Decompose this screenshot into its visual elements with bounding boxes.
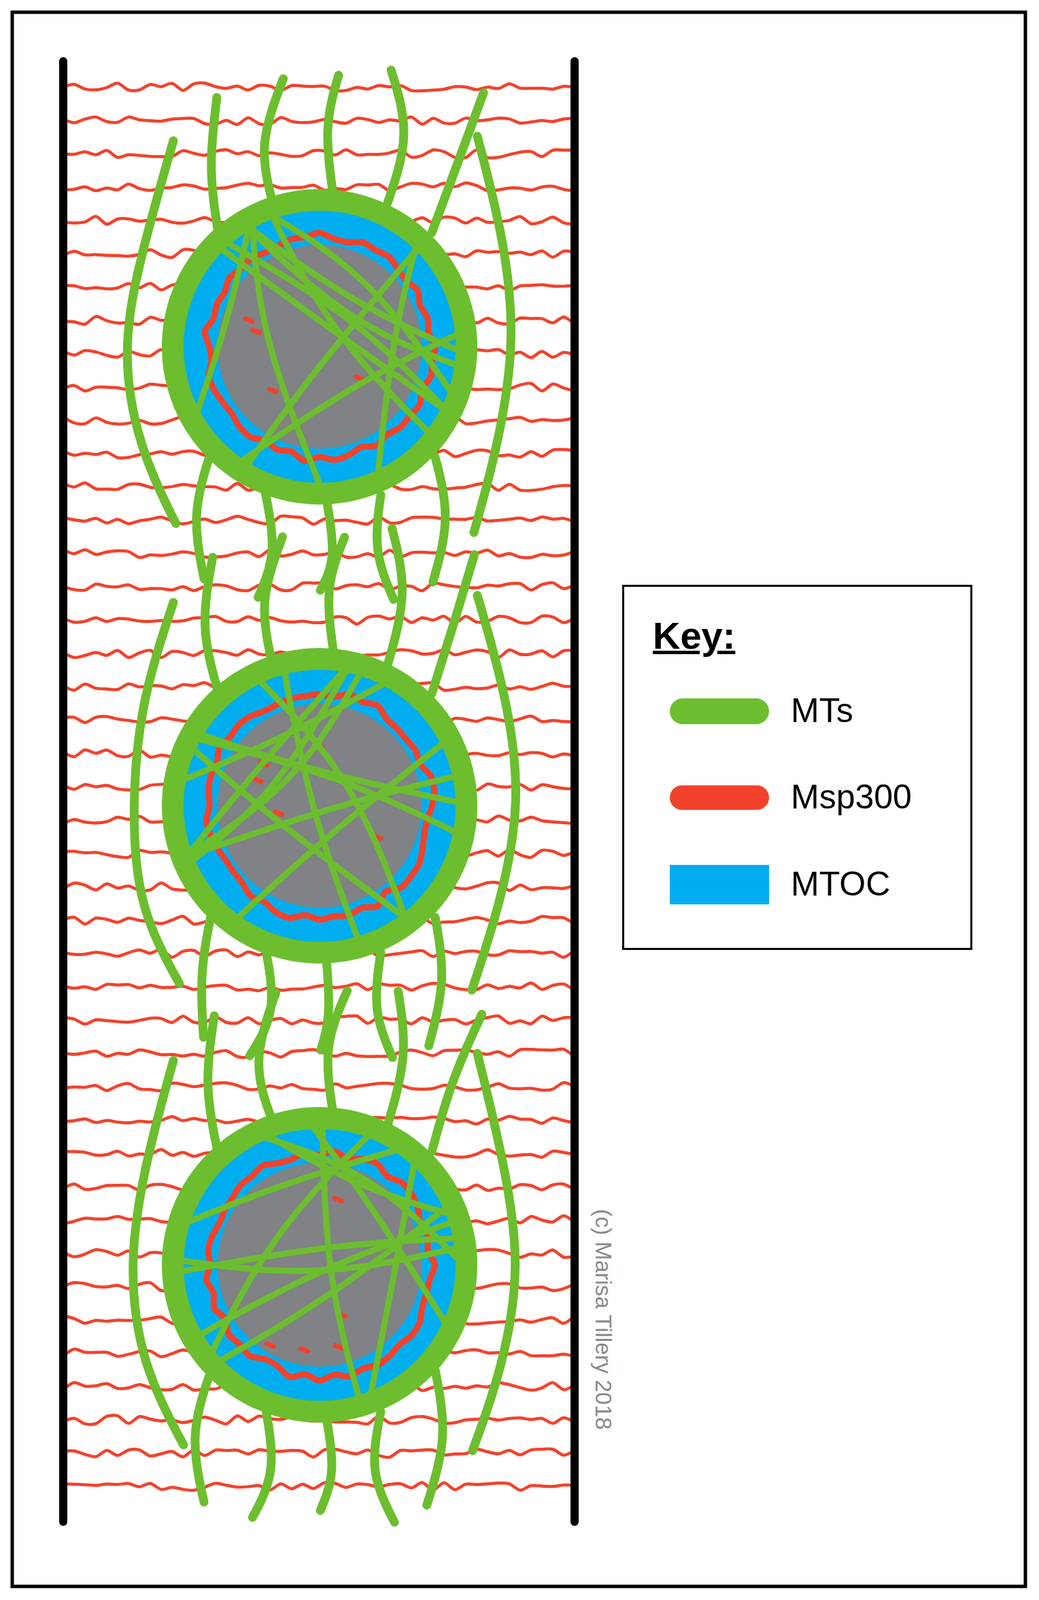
microtubule	[387, 991, 404, 1126]
perinuclear-microtubules	[161, 648, 478, 964]
legend-label: MTOC	[790, 864, 891, 905]
microtubule	[208, 1015, 218, 1152]
microtubule	[190, 737, 463, 836]
microtubule	[193, 1219, 459, 1339]
msp300-dot	[266, 1343, 274, 1347]
microtubule	[259, 1131, 457, 1217]
msp300-dot	[245, 318, 253, 322]
msp300-fiber	[63, 616, 575, 625]
perinuclear-microtubules	[161, 1106, 478, 1423]
msp300-fiber	[63, 1015, 575, 1025]
microtubule	[211, 97, 218, 229]
muscle-membrane	[570, 61, 579, 1522]
outer-frame	[12, 12, 1026, 1587]
microtubule	[376, 495, 394, 600]
microtubule	[193, 732, 466, 805]
nucleus	[133, 990, 516, 1523]
microtubule	[473, 135, 512, 533]
microtubule	[186, 743, 410, 921]
msp300-dot	[334, 1198, 342, 1201]
msp300-fiber	[63, 516, 575, 525]
muscle-membrane	[59, 61, 68, 1522]
msp300-dot	[301, 1348, 309, 1352]
microtubule	[427, 1370, 443, 1505]
microtubule-mesh	[175, 662, 466, 946]
legend-swatch	[669, 864, 770, 905]
microtubule	[259, 992, 277, 1120]
microtubule	[429, 917, 442, 1046]
legend-title: Key:	[652, 614, 736, 658]
microtubule	[431, 92, 484, 233]
microtubule	[376, 951, 394, 1058]
msp300-dot	[335, 1345, 343, 1349]
microtubule	[175, 679, 394, 784]
msp300-fiber	[63, 1482, 575, 1491]
legend-swatch	[669, 698, 770, 725]
microtubule	[374, 1411, 395, 1523]
microtubule	[193, 217, 251, 422]
microtubule-mesh	[173, 1118, 466, 1405]
msp300-dot	[254, 778, 262, 782]
microtubule	[329, 537, 345, 651]
msp300-dot	[356, 376, 364, 380]
microtubule	[264, 78, 284, 201]
msp300-fiber	[63, 549, 575, 558]
microtubule	[269, 209, 435, 438]
perinuclear-microtubules	[161, 189, 478, 505]
msp300-dot	[275, 811, 283, 815]
msp300-fiber	[63, 116, 575, 125]
copyright-note: (c) Marisa Tillery 2018	[590, 1208, 617, 1430]
microtubule	[320, 1417, 332, 1511]
microtubule	[208, 1129, 375, 1360]
microtubule	[242, 222, 466, 354]
microtubule	[377, 238, 419, 482]
legend-swatch	[669, 785, 770, 810]
microtubule	[431, 554, 475, 695]
microtubule	[282, 664, 361, 946]
nucleus	[133, 528, 516, 1058]
microtubule	[472, 1053, 516, 1451]
microtubule	[242, 242, 423, 472]
microtubule	[387, 70, 404, 203]
microtubule	[471, 595, 517, 991]
msp300-fiber	[63, 982, 575, 991]
msp300-fibers	[63, 82, 575, 1491]
legend-box: Key: MTsMsp300MTOC	[622, 584, 973, 950]
msp300-dot	[269, 388, 277, 392]
microtubule-mesh	[193, 209, 466, 493]
microtubule	[431, 1014, 483, 1152]
legend-label: MTs	[790, 691, 854, 731]
microtubule	[327, 990, 348, 1114]
msp300-fiber	[63, 1082, 575, 1091]
microtubule	[264, 536, 283, 662]
msp300-fiber	[63, 149, 575, 158]
microtubule	[204, 556, 218, 690]
msp300-fiber	[63, 1449, 575, 1458]
msp300-dot	[252, 329, 260, 333]
microtubule	[173, 1246, 465, 1271]
nucleus	[127, 70, 511, 600]
microtubule	[387, 528, 403, 666]
microtubule	[327, 75, 339, 196]
microtubule	[252, 1405, 272, 1518]
msp300-fiber	[63, 82, 575, 92]
microtubule	[433, 456, 446, 583]
microtubule	[195, 1371, 211, 1503]
legend-label: Msp300	[790, 777, 912, 818]
